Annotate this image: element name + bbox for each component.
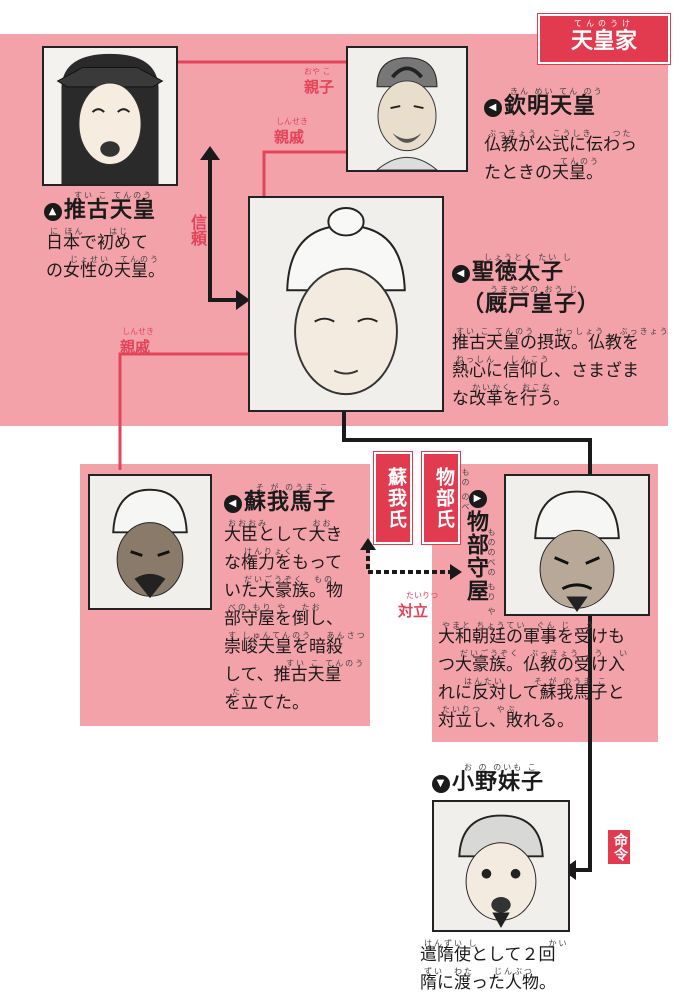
arrow-head-up [200, 146, 220, 160]
soga-name-text: 蘇我馬子 [244, 490, 336, 515]
emperor-face-icon [348, 48, 466, 170]
soga-desc-line-5: 崇峻天皇を暗殺 [224, 634, 343, 660]
soga-desc-line-3: いた大豪族。物 [224, 578, 343, 604]
soga-desc-line-7: を立てた。 [224, 690, 309, 716]
relation-tairitsu: 対立 [398, 600, 428, 621]
kinmei-name: ◀欽明天皇 [484, 94, 596, 120]
ono-desc-line-2: 隋に渡った人物。 [420, 970, 556, 996]
soga-desc-line-1: 大臣として大き [224, 522, 343, 548]
mononobe-desc-line-2: つ大豪族。仏教の受け入 [438, 652, 625, 678]
suiko-portrait [42, 46, 178, 186]
mononobe-clan-label: 物部氏 [422, 452, 460, 544]
suiko-desc-line-2: の女性の天皇。 [46, 258, 165, 284]
shotoku-desc-line-3: な改革を行う。 [452, 386, 570, 412]
soga-clan-label: 蘇我氏 [374, 452, 412, 544]
soga-desc-line-6: して、推古天皇 [224, 662, 342, 688]
mononobe-desc-line-3: れに反対して蘇我馬子と [438, 680, 625, 706]
ono-name: ▼小野妹子 [432, 770, 544, 796]
soga-face-icon [90, 476, 210, 608]
mononobe-desc-line-4: 対立し、敗れる。 [438, 708, 574, 734]
soga-desc-line-2: な権力をもって [224, 550, 342, 576]
suiko-desc-line-1: 日本で初めて [46, 230, 148, 256]
triangle-left-icon: ◀ [452, 265, 470, 283]
arrow-head-mononobe [450, 564, 462, 580]
mononobe-name-text: 物部守屋 [463, 510, 488, 602]
shotoku-alt-name: （厩戸皇子） [462, 292, 600, 318]
relation-oyako: 親子 [304, 76, 334, 97]
kinmei-desc-line-1: 仏教が公式に伝わっ [484, 132, 637, 158]
soga-name: ◀蘇我馬子 [224, 490, 336, 516]
shotoku-name: ◀聖徳太子 [452, 260, 564, 286]
shotoku-desc-line-1: 推古天皇の摂政。仏教を [452, 330, 639, 356]
triangle-up-icon: ▲ [44, 203, 62, 221]
mononobe-name: ▶ 物部守屋 [462, 490, 488, 602]
suiko-name: ▲推古天皇 [44, 198, 156, 224]
line-shinseki-2 [120, 354, 248, 470]
shotoku-portrait [248, 196, 444, 412]
mononobe-portrait [504, 474, 650, 616]
relation-shinrai: 信頼 [188, 214, 206, 246]
suiko-name-text: 推古天皇 [64, 198, 156, 223]
relation-shinseki-1: 親戚 [274, 126, 304, 147]
soga-desc-line-4: 部守屋を倒し、 [224, 606, 343, 632]
kinmei-name-text: 欽明天皇 [504, 94, 596, 119]
triangle-left-icon: ◀ [484, 99, 502, 117]
line-shinseki-1 [264, 152, 346, 196]
ono-portrait [432, 800, 570, 932]
ono-face-icon [434, 802, 568, 930]
shotoku-desc-line-2: 熱心に信仰し、さまざま [452, 358, 639, 384]
kinmei-portrait [346, 46, 468, 172]
soga-portrait [88, 474, 212, 610]
line-tairitsu [368, 548, 452, 572]
empress-face-icon [44, 48, 176, 184]
triangle-right-icon: ▶ [469, 490, 487, 508]
mononobe-desc-line-1: 大和朝廷の軍事を受けも [438, 624, 625, 650]
triangle-down-icon: ▼ [432, 775, 450, 793]
mononobe-face-icon [506, 476, 648, 614]
relation-meirei: 命令 [608, 830, 630, 864]
shotoku-name-text: 聖徳太子 [472, 260, 564, 285]
kinmei-desc-line-2: たときの天皇。 [484, 160, 603, 186]
relation-shinseki-2: 親戚 [120, 336, 150, 357]
triangle-left-icon: ◀ [224, 495, 242, 513]
prince-face-icon [250, 198, 442, 410]
line-shinrai [210, 158, 238, 300]
ono-desc-line-1: 遣隋使として２回 [420, 942, 556, 968]
ono-name-text: 小野妹子 [452, 770, 544, 795]
